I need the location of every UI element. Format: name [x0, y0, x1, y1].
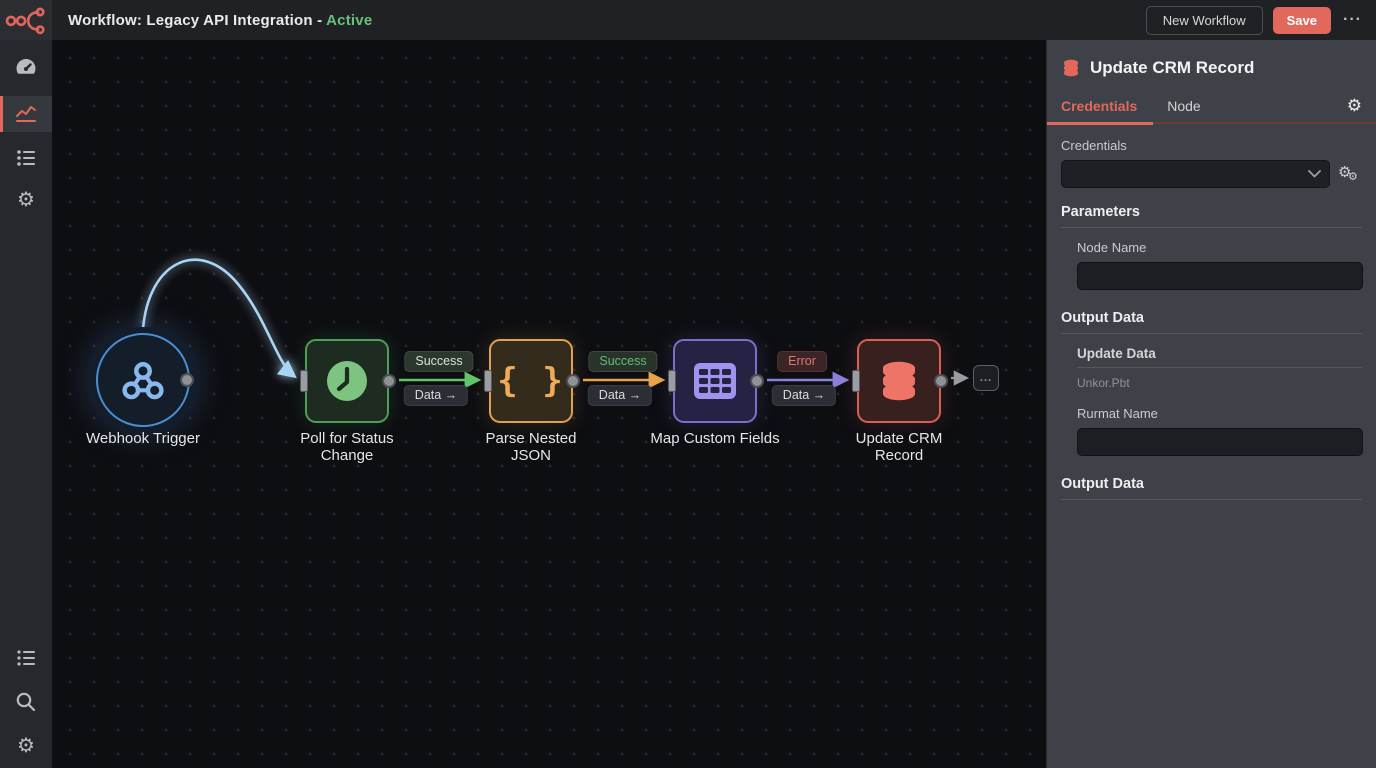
- divider: [1061, 333, 1362, 334]
- output-port[interactable]: [750, 374, 764, 388]
- sidebar-item-analytics[interactable]: [0, 96, 52, 132]
- node-details-panel: Update CRM Record Credentials Node ⚙ Cre…: [1046, 40, 1376, 768]
- update-data-value: Unkor.Pbt: [1077, 376, 1130, 390]
- node-label: Parse Nested JSON: [485, 430, 577, 465]
- sidebar-item-search[interactable]: [0, 684, 52, 720]
- analytics-chart-icon: [16, 106, 36, 122]
- workflow-list-icon: [17, 150, 35, 166]
- gear-icon: ⚙: [17, 735, 35, 757]
- search-icon: [16, 692, 36, 712]
- edge-label-data: Data →: [771, 385, 837, 406]
- node-poll-for-status-change[interactable]: [300, 339, 396, 423]
- node-map-custom-fields[interactable]: [668, 339, 764, 423]
- save-button[interactable]: Save: [1272, 6, 1332, 34]
- sidebar-item-preferences[interactable]: ⚙: [0, 728, 52, 764]
- output-data-heading-2: Output Data: [1061, 476, 1144, 492]
- workflow-canvas[interactable]: Webhook Trigger Poll for Status Change {…: [52, 40, 1046, 768]
- output-port[interactable]: [180, 373, 194, 387]
- clock-icon: [327, 361, 367, 401]
- node-parse-nested-json[interactable]: { }: [484, 339, 580, 423]
- tab-node[interactable]: Node: [1167, 98, 1201, 114]
- input-port[interactable]: [484, 370, 492, 392]
- output-port[interactable]: [566, 374, 580, 388]
- sidebar-item-dashboard[interactable]: [0, 50, 52, 86]
- sidebar: ⚙ ⚙: [0, 40, 52, 768]
- header-bar: Workflow: Legacy API Integration - Activ…: [0, 0, 1376, 40]
- chevron-down-icon: [1308, 170, 1321, 178]
- gear-icon[interactable]: ⚙: [1346, 96, 1362, 115]
- credentials-label: Credentials: [1061, 138, 1127, 153]
- connection-edges: [141, 258, 970, 389]
- update-data-label: Update Data: [1077, 346, 1156, 361]
- node-label: Poll for Status Change: [300, 430, 394, 465]
- input-port[interactable]: [668, 370, 676, 392]
- output-port[interactable]: [382, 374, 396, 388]
- edge-webhook-to-poll: [141, 258, 297, 379]
- workflow-status-badge: Active: [326, 11, 373, 29]
- add-node-button[interactable]: ...: [973, 365, 999, 391]
- table-grid-icon: [694, 363, 736, 399]
- webhook-icon: [122, 362, 164, 400]
- sidebar-item-menu[interactable]: [0, 640, 52, 676]
- output-port[interactable]: [934, 374, 948, 388]
- node-name-label: Node Name: [1077, 240, 1147, 255]
- input-port[interactable]: [300, 370, 308, 392]
- edge-label-data: Data →: [587, 385, 653, 406]
- node-webhook-trigger[interactable]: [90, 327, 196, 433]
- node-label: Webhook Trigger: [86, 430, 200, 447]
- app-logo[interactable]: [0, 0, 52, 40]
- divider: [1077, 367, 1362, 368]
- panel-tabs: Credentials Node ⚙: [1047, 89, 1376, 125]
- gear-icon: ⚙: [17, 189, 35, 211]
- format-name-input[interactable]: [1077, 428, 1363, 456]
- more-options-icon[interactable]: ···: [1343, 11, 1362, 28]
- input-port[interactable]: [852, 370, 860, 392]
- workflow-title: Workflow: Legacy API Integration - Activ…: [68, 11, 373, 29]
- divider: [1061, 227, 1362, 228]
- node-update-crm-record[interactable]: [852, 339, 948, 423]
- database-icon: [1064, 59, 1078, 77]
- edge-label-data: Data →: [403, 385, 469, 406]
- menu-list-icon: [17, 650, 35, 666]
- manage-credentials-icon[interactable]: ⚙⚙: [1338, 164, 1358, 183]
- tab-credentials[interactable]: Credentials: [1047, 89, 1154, 125]
- curly-braces-icon: { }: [497, 361, 565, 401]
- sidebar-item-settings[interactable]: ⚙: [0, 182, 52, 218]
- database-icon: [883, 361, 915, 401]
- divider: [1061, 499, 1362, 500]
- dashboard-gauge-icon: [16, 59, 36, 74]
- node-label: Map Custom Fields: [650, 430, 780, 447]
- output-data-heading: Output Data: [1061, 310, 1144, 326]
- parameters-heading: Parameters: [1061, 204, 1140, 220]
- credentials-select[interactable]: [1061, 160, 1330, 188]
- n8n-logo-icon: [5, 7, 45, 35]
- new-workflow-button[interactable]: New Workflow: [1145, 5, 1263, 35]
- node-label: Update CRM Record: [855, 430, 943, 465]
- edge-label-success: Success: [588, 351, 658, 372]
- panel-title: Update CRM Record: [1090, 58, 1255, 77]
- edge-label-error: Error: [777, 351, 827, 372]
- edge-label-success: Success: [404, 351, 474, 372]
- sidebar-item-workflows[interactable]: [0, 140, 52, 176]
- format-name-label: Rurmat Name: [1077, 406, 1158, 421]
- node-name-input[interactable]: [1077, 262, 1363, 290]
